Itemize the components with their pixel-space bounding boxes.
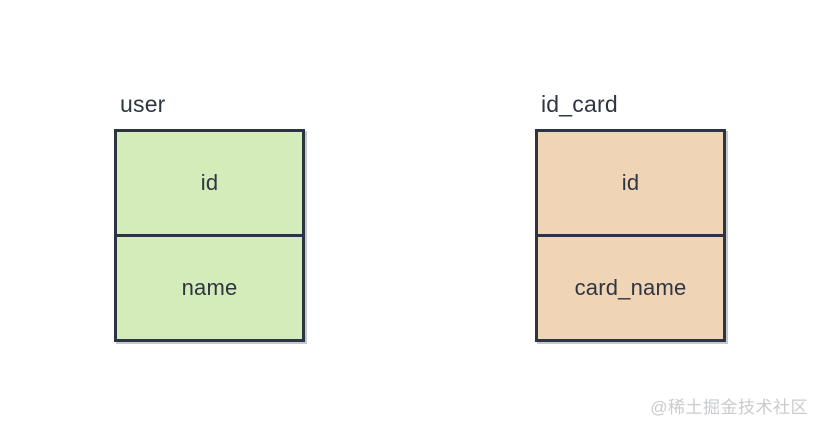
entity-row-id-card-id: id bbox=[538, 132, 723, 234]
entity-row-user-id: id bbox=[117, 132, 302, 234]
entity-row-id-card-card-name: card_name bbox=[538, 234, 723, 339]
entity-title-id-card: id_card bbox=[541, 91, 618, 117]
watermark-text: @稀土掘金技术社区 bbox=[650, 398, 808, 417]
entity-box-user: id name bbox=[114, 129, 305, 342]
entity-title-user: user bbox=[120, 91, 166, 117]
entity-box-id-card: id card_name bbox=[535, 129, 726, 342]
entity-row-user-name: name bbox=[117, 234, 302, 339]
